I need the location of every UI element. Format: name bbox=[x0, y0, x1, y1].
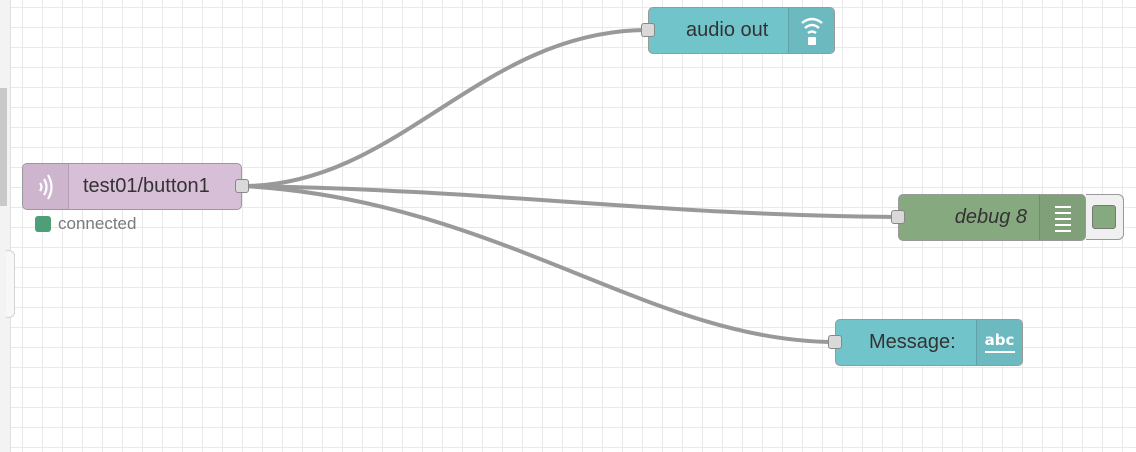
debug-toggle-indicator bbox=[1092, 205, 1116, 229]
debug-node[interactable]: debug 8 bbox=[891, 194, 1086, 241]
message-input-port[interactable] bbox=[828, 335, 842, 349]
mqtt-in-status: connected bbox=[35, 214, 136, 234]
wire-to-audio-out[interactable] bbox=[242, 28, 649, 188]
debug-toggle-button[interactable] bbox=[1086, 194, 1124, 240]
debug-input-port[interactable] bbox=[891, 210, 905, 224]
status-text: connected bbox=[58, 214, 137, 233]
wire-to-message[interactable] bbox=[242, 184, 836, 344]
audio-out-icon-area bbox=[788, 8, 834, 53]
status-dot-icon bbox=[35, 216, 51, 232]
debug-icon-area bbox=[1039, 195, 1085, 240]
mqtt-in-node[interactable]: test01/button1 bbox=[22, 163, 249, 210]
mqtt-in-icon-area bbox=[23, 164, 69, 209]
palette-collapse-tab[interactable] bbox=[6, 250, 15, 318]
mqtt-in-label: test01/button1 bbox=[83, 175, 210, 197]
audio-out-label: audio out bbox=[686, 19, 769, 41]
mqtt-in-output-port[interactable] bbox=[235, 179, 249, 193]
audio-out-input-port[interactable] bbox=[641, 23, 655, 37]
palette-scrollbar[interactable] bbox=[0, 88, 7, 206]
message-icon-area: abc bbox=[976, 320, 1022, 365]
list-lines-icon bbox=[1054, 205, 1071, 232]
abc-text-icon: abc bbox=[984, 330, 1015, 353]
debug-label: debug 8 bbox=[954, 206, 1027, 228]
wire-to-debug[interactable] bbox=[242, 184, 899, 219]
radio-waves-icon bbox=[38, 173, 53, 200]
audio-out-node[interactable]: audio out bbox=[641, 7, 835, 54]
message-label: Message: bbox=[869, 331, 956, 353]
abc-icon-text: abc bbox=[984, 330, 1015, 349]
abc-underline bbox=[984, 350, 1015, 353]
message-text-node[interactable]: Message: abc bbox=[828, 319, 1023, 366]
speaker-waves-icon bbox=[800, 17, 823, 45]
palette-edge bbox=[0, 0, 11, 452]
